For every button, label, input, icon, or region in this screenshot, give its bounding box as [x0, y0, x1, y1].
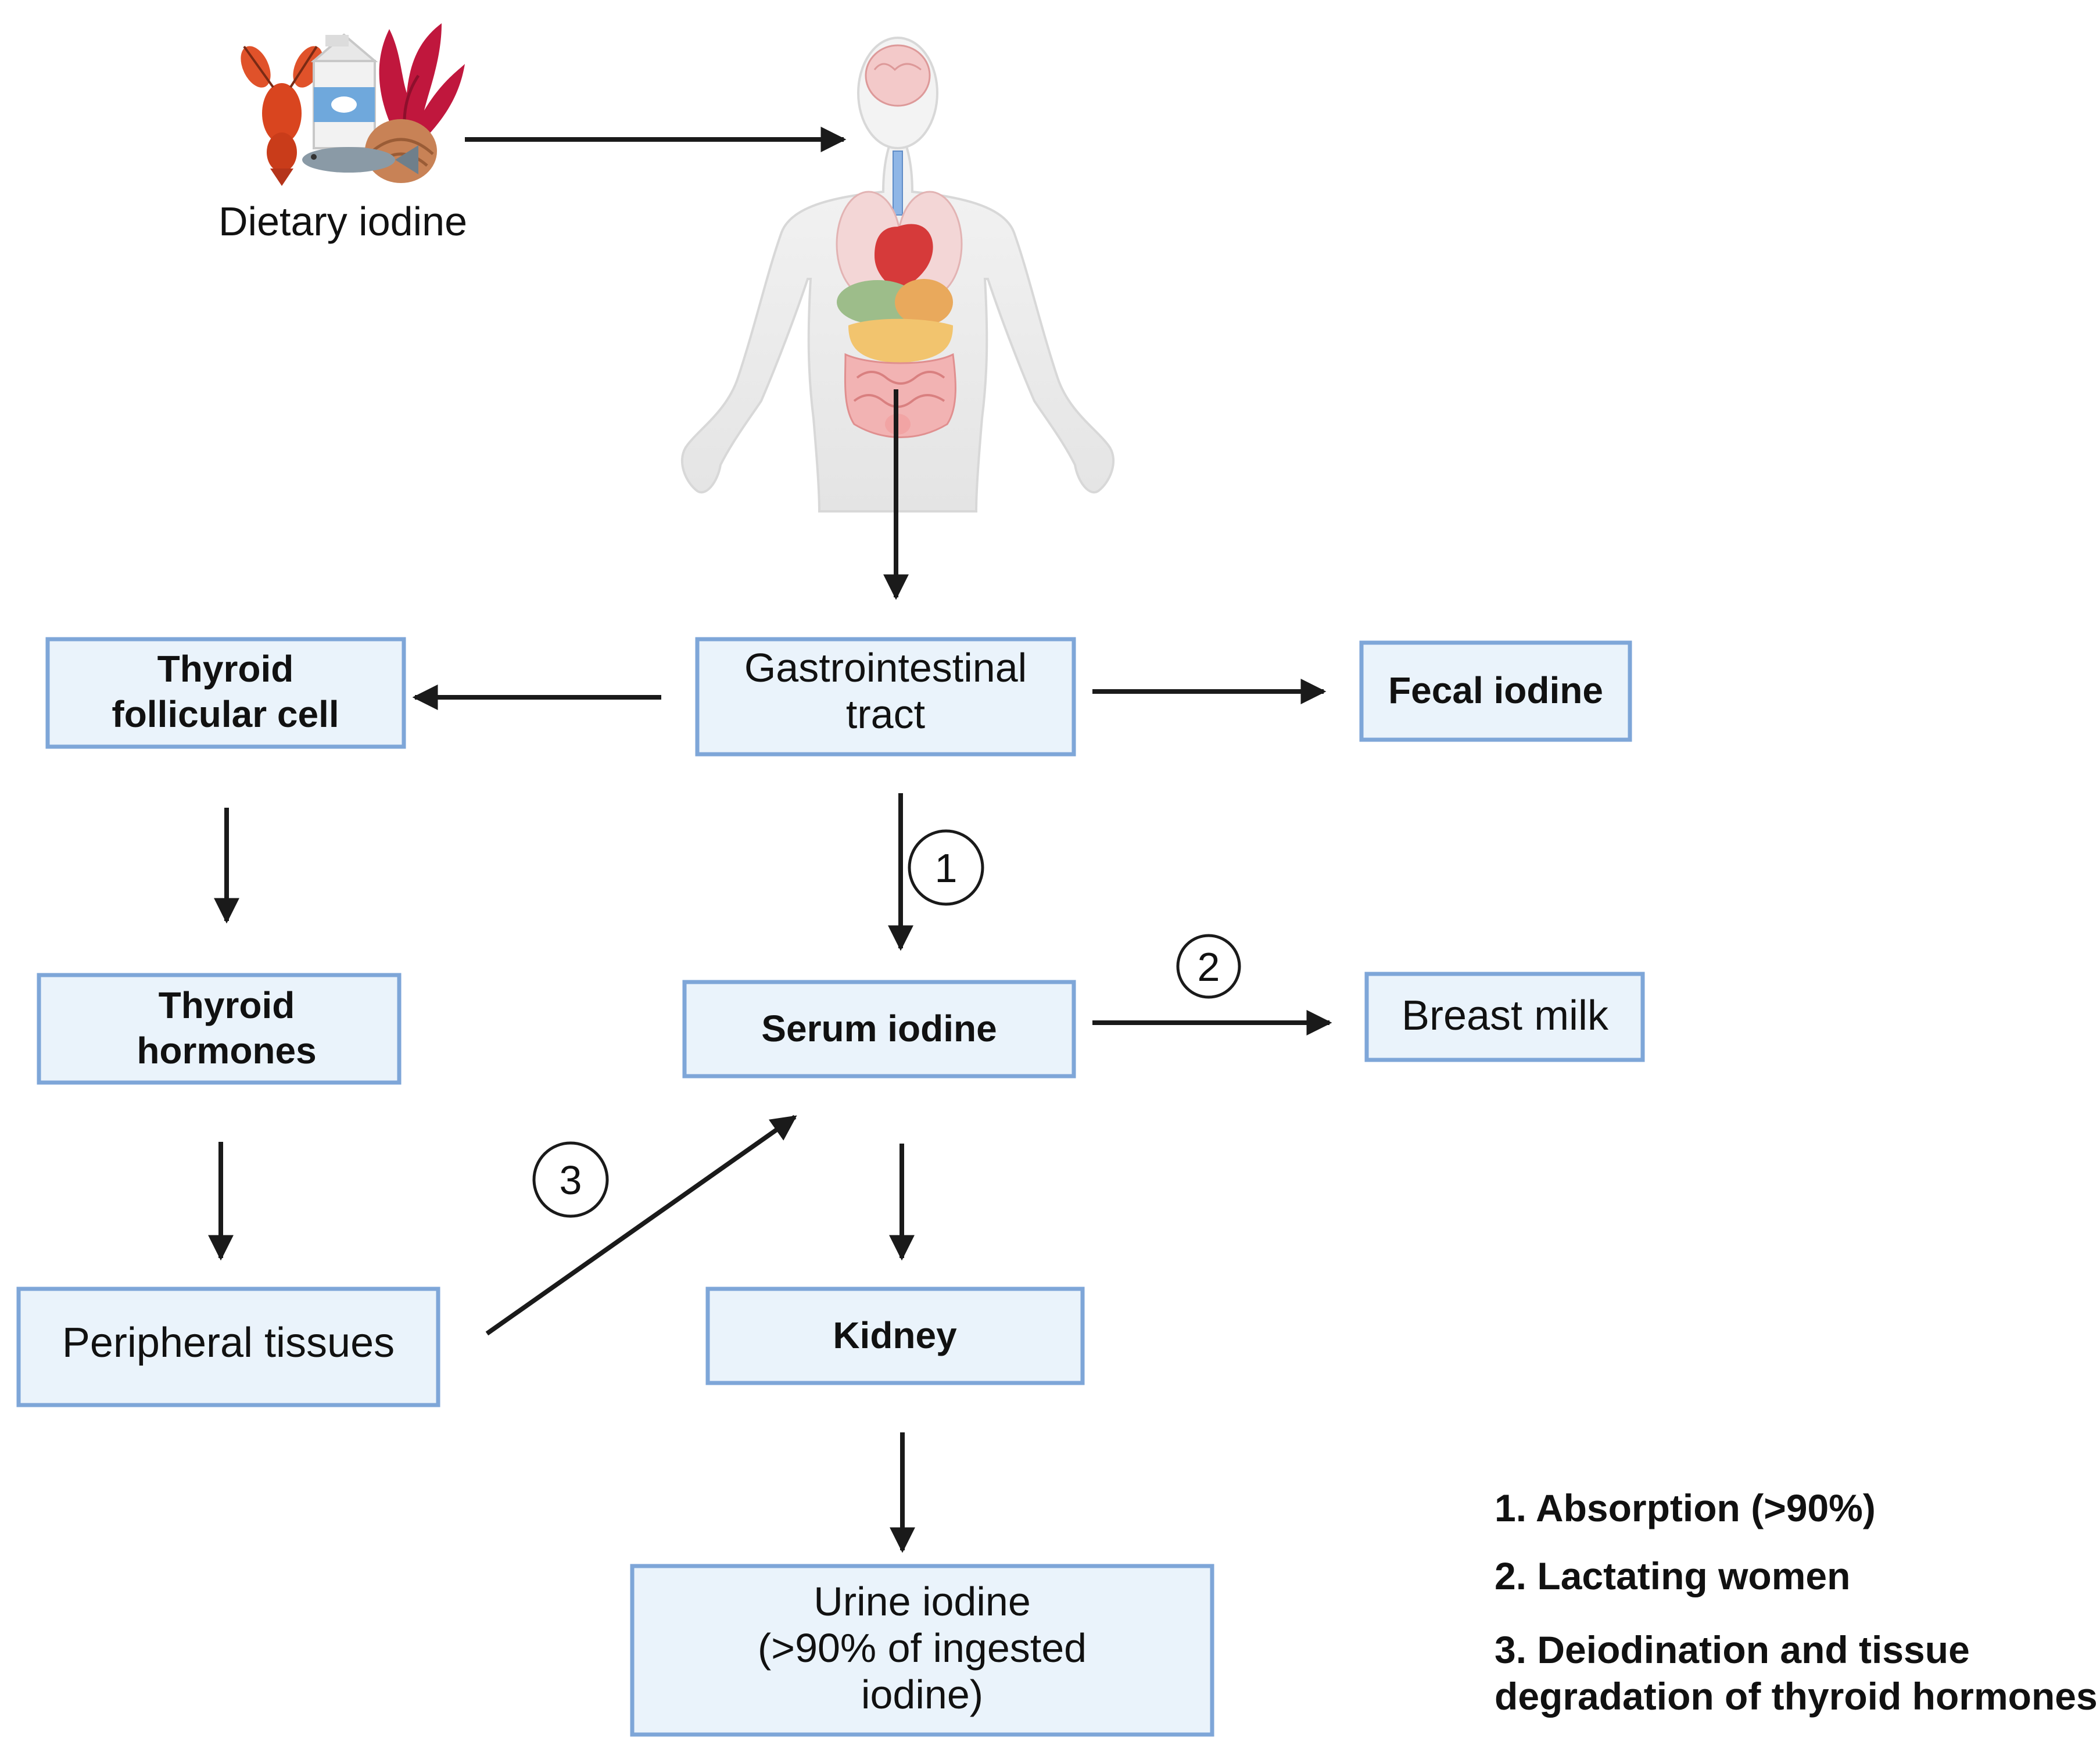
svg-text:Gastrointestinal: Gastrointestinal	[744, 645, 1027, 690]
svg-text:tract: tract	[846, 691, 925, 737]
svg-text:Kidney: Kidney	[833, 1314, 957, 1356]
urine-iodine-box: Urine iodine (>90% of ingested iodine)	[630, 1564, 1214, 1737]
svg-text:iodine): iodine)	[861, 1672, 983, 1717]
legend-item-1: 1. Absorption (>90%)	[1495, 1486, 1876, 1529]
legend-item-2: 2. Lactating women	[1495, 1554, 1850, 1597]
gi-tract-box: Gastrointestinal tract	[695, 637, 1076, 757]
thyroid-hormones-box: Thyroid hormones	[37, 973, 402, 1085]
dietary-food-icon	[241, 23, 465, 186]
svg-text:Peripheral tissues: Peripheral tissues	[62, 1320, 395, 1366]
thyroid-follicular-cell-box: Thyroid follicular cell	[45, 637, 406, 749]
legend: 1. Absorption (>90%) 2. Lactating women …	[1495, 1486, 2098, 1718]
svg-text:Thyroid: Thyroid	[157, 648, 294, 690]
svg-text:Breast milk: Breast milk	[1402, 992, 1609, 1039]
lobster-icon	[241, 45, 323, 186]
svg-text:Thyroid: Thyroid	[159, 984, 295, 1026]
legend-item-3-line-1: 3. Deiodination and tissue	[1495, 1628, 1970, 1671]
svg-text:follicular cell: follicular cell	[112, 693, 339, 735]
kidney-box: Kidney	[705, 1287, 1085, 1385]
svg-text:1: 1	[935, 845, 958, 891]
svg-text:Serum iodine: Serum iodine	[761, 1008, 997, 1049]
marker-3: 3	[532, 1141, 609, 1218]
legend-item-3-line-2: degradation of thyroid hormones	[1495, 1675, 2098, 1718]
peripheral-tissues-box: Peripheral tissues	[16, 1287, 440, 1407]
svg-text:(>90% of ingested: (>90% of ingested	[758, 1625, 1087, 1671]
peripheral-to-serum-arrow	[485, 1115, 797, 1336]
serum-iodine-box: Serum iodine	[682, 980, 1076, 1078]
fish-icon	[302, 145, 418, 174]
svg-text:2: 2	[1198, 944, 1220, 990]
milk-carton-icon	[310, 33, 378, 149]
svg-text:hormones: hormones	[137, 1030, 316, 1072]
marker-1: 1	[908, 829, 984, 906]
svg-text:3: 3	[560, 1158, 582, 1203]
marker-2: 2	[1176, 934, 1241, 999]
svg-text:Urine iodine: Urine iodine	[814, 1579, 1031, 1624]
fecal-iodine-box: Fecal iodine	[1359, 640, 1632, 742]
breast-milk-box: Breast milk	[1364, 972, 1645, 1062]
dietary-iodine-label: Dietary iodine	[218, 199, 467, 244]
svg-text:Fecal iodine: Fecal iodine	[1388, 669, 1603, 711]
